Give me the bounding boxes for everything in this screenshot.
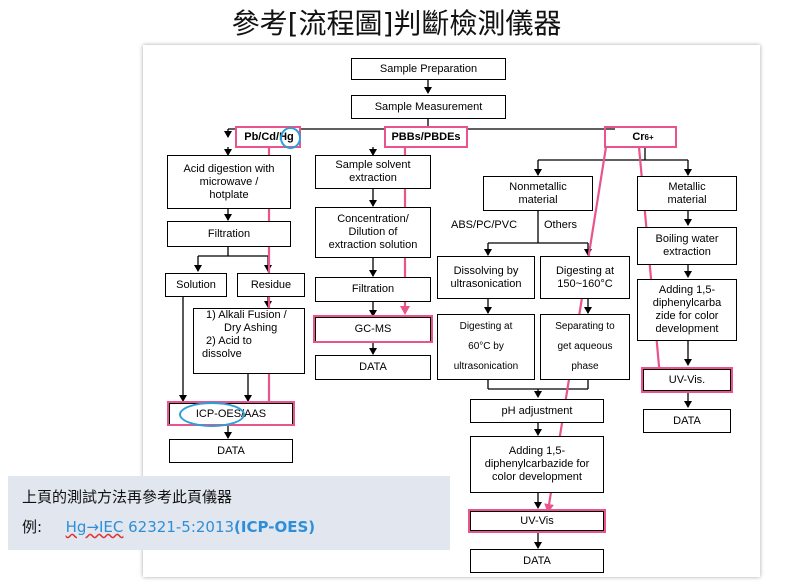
adding-center-line-3: color development	[492, 471, 582, 483]
ellipse-hg	[280, 127, 301, 149]
highlight-pbbs-pbdes	[384, 126, 468, 148]
boiling-water-line-1: Boiling water	[655, 233, 719, 245]
dissolving-line-2: ultrasonication	[450, 277, 522, 290]
filtration-box-2: Filtration	[315, 277, 431, 302]
note-box: 上頁的測試方法再參考此頁儀器 例: Hg→IEC 62321-5:2013(IC…	[8, 476, 450, 550]
ph-adjustment-box: pH adjustment	[470, 399, 604, 423]
ph-adjustment-label: pH adjustment	[501, 404, 573, 417]
separating-line-3: phase	[571, 361, 599, 372]
alkali-fusion-line-4: dissolve	[202, 348, 242, 360]
sample-solvent-line-1: Sample solvent	[335, 159, 411, 171]
branch-cr6-label: Cr	[632, 130, 645, 143]
sample-solvent-extraction-box: Sample solvent extraction	[315, 155, 431, 189]
note-line-2: 例: Hg→IEC 62321-5:2013(ICP-OES)	[22, 516, 315, 537]
note-method: (ICP-OES)	[234, 518, 316, 536]
data-4-label: DATA	[673, 414, 701, 427]
alkali-fusion-line-3: 2) Acid to	[206, 335, 252, 347]
data-box-4: DATA	[643, 409, 731, 433]
acid-digestion-line-1: Acid digestion with	[183, 162, 275, 175]
dissolving-line-1: Dissolving by	[453, 264, 519, 277]
note-link-hg-iec[interactable]: Hg→IEC	[65, 518, 124, 536]
digesting-150-line-1: Digesting at	[555, 264, 615, 277]
data-box-3: DATA	[470, 549, 604, 573]
adding-diphenylcarbazide-right-box: Adding 1,5- diphenylcarba zide for color…	[637, 279, 737, 341]
others-label: Others	[544, 219, 578, 231]
branch-cr6-superscript: 6+	[644, 132, 654, 142]
acid-digestion-line-2: microwave /	[199, 175, 259, 188]
note-line-1: 上頁的測試方法再參考此頁儀器	[22, 488, 233, 506]
residue-label: Residue	[250, 278, 292, 291]
nonmetallic-line-1: Nonmetallic	[509, 180, 567, 193]
data-3-label: DATA	[523, 554, 551, 567]
uv-vis-right-label: UV-Vis.	[668, 373, 706, 386]
alkali-fusion-line-2: Dry Ashing	[224, 322, 278, 334]
sample-solvent-line-2: extraction	[349, 172, 397, 184]
digesting-60-line-2: 60°C by	[468, 341, 504, 352]
separating-line-1: Separating to	[555, 321, 615, 332]
highlight-cr6	[604, 126, 677, 148]
uv-vis-center-box: UV-Vis	[470, 511, 604, 531]
highlight-uv-vis-center	[468, 509, 606, 533]
adding-right-line-2: diphenylcarba	[652, 297, 722, 309]
concentration-line-2: Dilution of	[348, 226, 398, 238]
solution-label: Solution	[176, 278, 216, 291]
sample-preparation-box: Sample Preparation	[351, 58, 506, 80]
data-1-label: DATA	[217, 444, 245, 457]
adding-right-line-1: Adding 1,5-	[658, 284, 716, 296]
data-box-2: DATA	[315, 355, 431, 380]
data-box-1: DATA	[169, 439, 293, 463]
digesting-60-line-3: ultrasonication	[453, 361, 519, 372]
digesting-150-box: Digesting at 150~160°C	[540, 256, 630, 299]
filtration-2-label: Filtration	[351, 283, 395, 295]
separating-line-2: get aqueous	[557, 341, 613, 352]
sample-measurement-box: Sample Measurement	[351, 95, 506, 119]
data-2-label: DATA	[359, 361, 387, 373]
separating-box: Separating to get aqueous phase	[540, 314, 630, 380]
adding-diphenylcarbazide-center-box: Adding 1,5- diphenylcarbazide for color …	[470, 436, 604, 493]
alkali-fusion-line-1: 1) Alkali Fusion /	[206, 309, 287, 321]
metallic-line-1: Metallic	[668, 180, 706, 193]
note-standard: 62321-5:2013	[123, 518, 235, 536]
adding-center-line-1: Adding 1,5-	[508, 445, 566, 457]
acid-digestion-box: Acid digestion with microwave / hotplate	[167, 155, 291, 209]
branch-pbbs-pbdes-label: PBBs/PBDEs	[391, 130, 461, 143]
digesting-150-line-2: 150~160°C	[557, 277, 613, 290]
nonmetallic-material-box: Nonmetallic material	[483, 176, 593, 211]
residue-box: Residue	[237, 273, 305, 297]
concentration-line-3: extraction solution	[328, 239, 418, 251]
uv-vis-center-label: UV-Vis	[520, 514, 554, 527]
filtration-1-label: Filtration	[207, 227, 251, 240]
digesting-60-line-1: Digesting at	[459, 321, 513, 332]
ellipse-icp-oes	[179, 402, 245, 427]
metallic-material-box: Metallic material	[637, 176, 737, 211]
adding-right-line-3: zide for color	[655, 310, 719, 322]
highlight-gc-ms	[313, 315, 433, 343]
sample-preparation-label: Sample Preparation	[379, 62, 478, 75]
boiling-water-box: Boiling water extraction	[637, 227, 737, 265]
acid-digestion-line-3: hotplate	[209, 188, 249, 201]
digesting-60-box: Digesting at 60°C by ultrasonication	[437, 314, 535, 380]
concentration-box: Concentration/ Dilution of extraction so…	[315, 207, 431, 258]
adding-center-line-2: diphenylcarbazide for	[484, 458, 590, 470]
note-example-label: 例:	[22, 518, 43, 536]
branch-pbbs-pbdes: PBBs/PBDEs	[386, 127, 466, 147]
concentration-line-1: Concentration/	[337, 213, 409, 225]
solution-box: Solution	[165, 273, 227, 297]
uv-vis-right-box: UV-Vis.	[643, 369, 731, 391]
abs-pc-pvc-label: ABS/PC/PVC	[451, 219, 518, 231]
filtration-box-1: Filtration	[167, 221, 291, 247]
dissolving-box: Dissolving by ultrasonication	[437, 256, 535, 299]
highlight-icp-oes-aas	[167, 401, 295, 426]
sample-measurement-label: Sample Measurement	[374, 100, 483, 113]
flowchart-panel: Sample Preparation Sample Measurement Pb…	[143, 45, 760, 577]
boiling-water-line-2: extraction	[663, 246, 711, 258]
alkali-fusion-box: 1) Alkali Fusion / Dry Ashing 2) Acid to…	[193, 308, 305, 374]
highlight-uv-vis-right	[641, 367, 733, 393]
metallic-line-2: material	[667, 193, 707, 206]
gc-ms-label: GC-MS	[354, 323, 392, 335]
page-title: 參考[流程圖]判斷檢測儀器	[231, 7, 562, 40]
adding-right-line-4: development	[655, 323, 719, 335]
nonmetallic-line-2: material	[518, 193, 558, 206]
